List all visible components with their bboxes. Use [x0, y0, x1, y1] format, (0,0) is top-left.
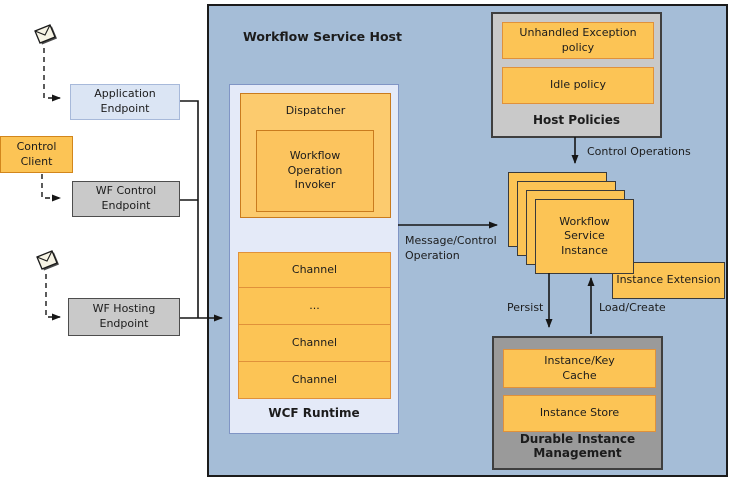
- channel-label: Channel: [291, 335, 338, 349]
- instance-store-box: Instance Store: [503, 395, 656, 432]
- instance-store-label: Instance Store: [539, 406, 620, 420]
- instance-key-cache-label: Instance/Key Cache: [544, 353, 615, 382]
- load-create-label: Load/Create: [599, 301, 666, 314]
- wcf-runtime-label: WCF Runtime: [268, 406, 360, 420]
- wcf-runtime-box: Dispatcher Workflow Operation Invoker Ch…: [229, 84, 399, 434]
- wf-control-endpoint-box: WF Control Endpoint: [72, 181, 180, 217]
- channel-box-2: Channel: [238, 324, 391, 362]
- unhandled-exception-policy-box: Unhandled Exception policy: [502, 22, 654, 59]
- wf-hosting-endpoint-box: WF Hosting Endpoint: [68, 298, 180, 336]
- application-endpoint-connector: [180, 100, 199, 318]
- message-control-operation-label: Message/Control Operation: [405, 234, 497, 262]
- host-policies-label: Host Policies: [532, 113, 621, 127]
- control-client-label: Control Client: [16, 139, 57, 168]
- channel-box-ellipsis: ...: [238, 287, 391, 325]
- workflow-service-instance-box: Workflow Service Instance: [535, 199, 634, 274]
- durable-instance-management-box: Instance/Key Cache Instance Store Durabl…: [492, 336, 663, 470]
- workflow-operation-invoker-box: Workflow Operation Invoker: [256, 130, 374, 212]
- channel-box-3: Channel: [238, 361, 391, 399]
- message-envelope-icon: [36, 250, 59, 271]
- instance-extension-label: Instance Extension: [616, 273, 721, 287]
- control-client-to-wf-control-arrow: [41, 174, 61, 202]
- persist-label: Persist: [507, 301, 544, 314]
- workflow-operation-invoker-label: Workflow Operation Invoker: [287, 149, 343, 192]
- control-client-box: Control Client: [0, 136, 73, 173]
- idle-policy-label: Idle policy: [550, 78, 606, 92]
- application-endpoint-box: Application Endpoint: [70, 84, 180, 120]
- application-endpoint-label: Application Endpoint: [94, 87, 156, 115]
- wf-hosting-endpoint-label: WF Hosting Endpoint: [92, 302, 156, 330]
- unhandled-exception-policy-label: Unhandled Exception policy: [519, 25, 637, 54]
- channel-label: Channel: [291, 262, 338, 276]
- wf-control-endpoint-label: WF Control Endpoint: [95, 184, 157, 212]
- channel-ellipsis-label: ...: [309, 298, 320, 312]
- host-policies-box: Unhandled Exception policy Idle policy H…: [491, 12, 662, 138]
- dispatcher-label: Dispatcher: [285, 104, 346, 117]
- channel-box-1: Channel: [238, 252, 391, 288]
- instance-key-cache-box: Instance/Key Cache: [503, 349, 656, 388]
- envelope-to-application-endpoint-arrow: [43, 48, 61, 102]
- workflow-service-host-title: Workflow Service Host: [243, 29, 402, 44]
- message-envelope-icon: [34, 24, 57, 45]
- envelope-to-wf-hosting-arrow: [45, 274, 61, 321]
- idle-policy-box: Idle policy: [502, 67, 654, 104]
- durable-instance-management-label: Durable Instance Management: [519, 432, 636, 460]
- channel-label: Channel: [291, 372, 338, 386]
- dispatcher-box: Dispatcher Workflow Operation Invoker: [240, 93, 391, 218]
- workflow-service-host-box: Workflow Service Host Dispatcher Workflo…: [207, 4, 728, 477]
- control-operations-label: Control Operations: [587, 145, 691, 158]
- workflow-service-instance-label: Workflow Service Instance: [559, 214, 610, 257]
- instance-extension-box: Instance Extension: [612, 262, 725, 299]
